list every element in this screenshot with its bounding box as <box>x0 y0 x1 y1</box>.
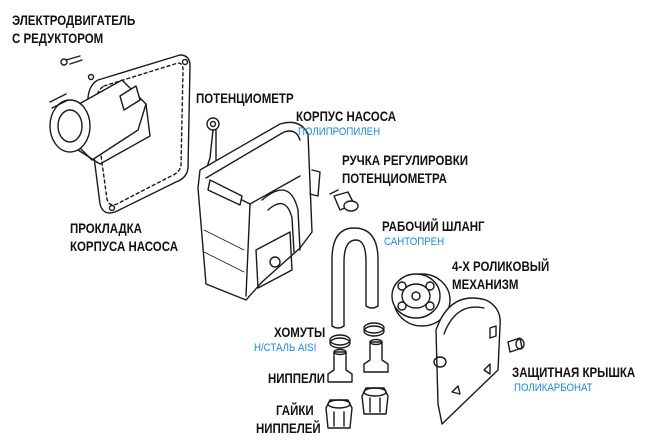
label-nipples: НИППЕЛИ <box>268 370 326 386</box>
cover-drawing <box>433 297 525 425</box>
label-clamps-material: Н/СТАЛЬ AISI <box>254 342 317 354</box>
label-cover: ЗАЩИТНАЯ КРЫШКА <box>512 364 636 380</box>
label-knob-line1: РУЧКА РЕГУЛИРОВКИ <box>342 152 469 168</box>
nuts-drawing <box>325 387 389 429</box>
clamps-drawing <box>329 322 385 349</box>
hose-drawing <box>331 227 379 329</box>
label-gasket-line1: ПРОКЛАДКА <box>70 220 142 236</box>
label-pump-body: КОРПУС НАСОСА <box>296 108 397 124</box>
motor-drawing <box>49 55 151 165</box>
label-nuts-line1: ГАЙКИ <box>276 402 314 418</box>
label-roller-line1: 4-Х РОЛИКОВЫЙ <box>452 258 550 274</box>
knob-drawing <box>329 189 359 212</box>
label-motor-line1: ЭЛЕКТРОДВИГАТЕЛЬ <box>12 12 136 28</box>
label-gasket-line2: КОРПУСА НАСОСА <box>70 238 178 254</box>
label-nuts-line2: НИППЕЛЕЙ <box>256 420 321 436</box>
label-hose-material: САНТОПРЕН <box>384 236 445 248</box>
label-clamps: ХОМУТЫ <box>274 324 326 340</box>
label-motor-line2: С РЕДУКТОРОМ <box>12 30 104 46</box>
label-pump-body-material: ПОЛИПРОПИЛЕН <box>298 126 381 138</box>
pump-body-drawing <box>197 121 321 301</box>
label-roller-line2: МЕХАНИЗМ <box>452 276 519 292</box>
nipples-drawing <box>327 338 389 383</box>
roller-drawing <box>391 273 451 327</box>
label-cover-material: ПОЛИКАРБОНАТ <box>514 382 593 394</box>
label-knob-line2: ПОТЕНЦИОМЕТРА <box>342 170 447 186</box>
label-hose: РАБОЧИЙ ШЛАНГ <box>382 218 485 234</box>
label-potentiometer: ПОТЕНЦИОМЕТР <box>196 90 294 106</box>
